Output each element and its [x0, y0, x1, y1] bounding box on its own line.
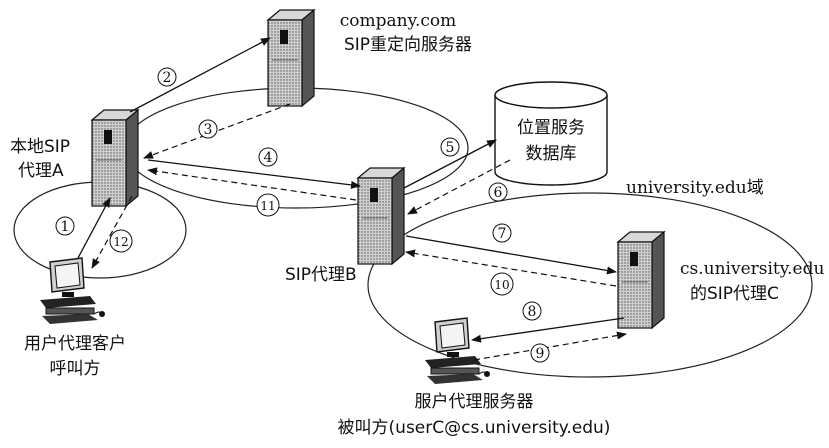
step-marker-2: 2 [157, 67, 177, 87]
step-marker-6: 6 [488, 182, 508, 202]
arrow-step-9 [473, 331, 627, 361]
step-marker-3: 3 [198, 119, 218, 139]
university-domain-ellipse [367, 192, 813, 378]
step-number: 9 [536, 346, 545, 362]
step-marker-10: 10 [490, 272, 514, 296]
step-number: 12 [113, 235, 128, 249]
arrow-step-4 [147, 159, 361, 189]
local-proxy-a-icon [91, 109, 139, 207]
step-marker-1: 1 [55, 216, 75, 236]
step-number: 3 [204, 122, 213, 138]
step-number: 1 [61, 219, 70, 235]
proxy-b-icon [357, 167, 405, 265]
step-number: 4 [264, 150, 273, 166]
step-number: 5 [446, 140, 455, 156]
local-proxy-a-label-1: 本地SIP [10, 137, 70, 157]
arrow-step-8 [471, 317, 625, 343]
callee-label-1: 服户代理服务器 [415, 392, 534, 412]
step-number: 6 [494, 185, 503, 201]
redirect-server-icon [267, 9, 315, 107]
domain-label: university.edu域 [626, 178, 764, 198]
redirect-server-domain: company.com [340, 11, 456, 31]
step-marker-11: 11 [256, 193, 280, 217]
arrow-step-10 [405, 249, 617, 287]
callee-label-2: 被叫方(userC@cs.university.edu) [338, 418, 611, 438]
step-markers: 1 2 3 4 5 6 7 8 9 10 11 12 [55, 67, 550, 363]
caller-computer-icon [39, 257, 106, 325]
proxy-b-label: SIP代理B [285, 265, 357, 285]
location-db-icon [494, 81, 608, 186]
arrow-step-3 [143, 103, 291, 159]
step-number: 7 [498, 226, 507, 242]
redirect-server-label: SIP重定向服务器 [344, 35, 472, 55]
step-number: 8 [528, 304, 537, 320]
step-number: 10 [494, 278, 509, 292]
arrow-step-12 [91, 195, 133, 269]
step-number: 11 [260, 199, 275, 213]
location-db-label-2: 数据库 [526, 144, 577, 164]
arrow-step-1 [77, 197, 111, 259]
local-proxy-a-label-2: 代理A [18, 161, 64, 181]
arrow-step-2 [129, 37, 271, 113]
step-marker-9: 9 [530, 343, 550, 363]
arrow-step-5 [403, 139, 497, 189]
proxy-c-icon [617, 231, 665, 329]
location-db-label-1: 位置服务 [517, 118, 585, 138]
step-marker-4: 4 [258, 147, 278, 167]
proxy-c-label-1: cs.university.edu [680, 259, 824, 279]
caller-label-2: 呼叫方 [50, 359, 101, 379]
step-number: 2 [163, 70, 172, 86]
step-marker-7: 7 [492, 223, 512, 243]
step-marker-8: 8 [522, 301, 542, 321]
step-marker-5: 5 [440, 137, 460, 157]
proxy-c-label-2: 的SIP代理C [690, 284, 779, 304]
arrow-step-7 [405, 235, 617, 275]
step-marker-12: 12 [109, 229, 133, 253]
arrow-step-11 [147, 167, 357, 201]
caller-label-1: 用户代理客户 [24, 334, 126, 354]
